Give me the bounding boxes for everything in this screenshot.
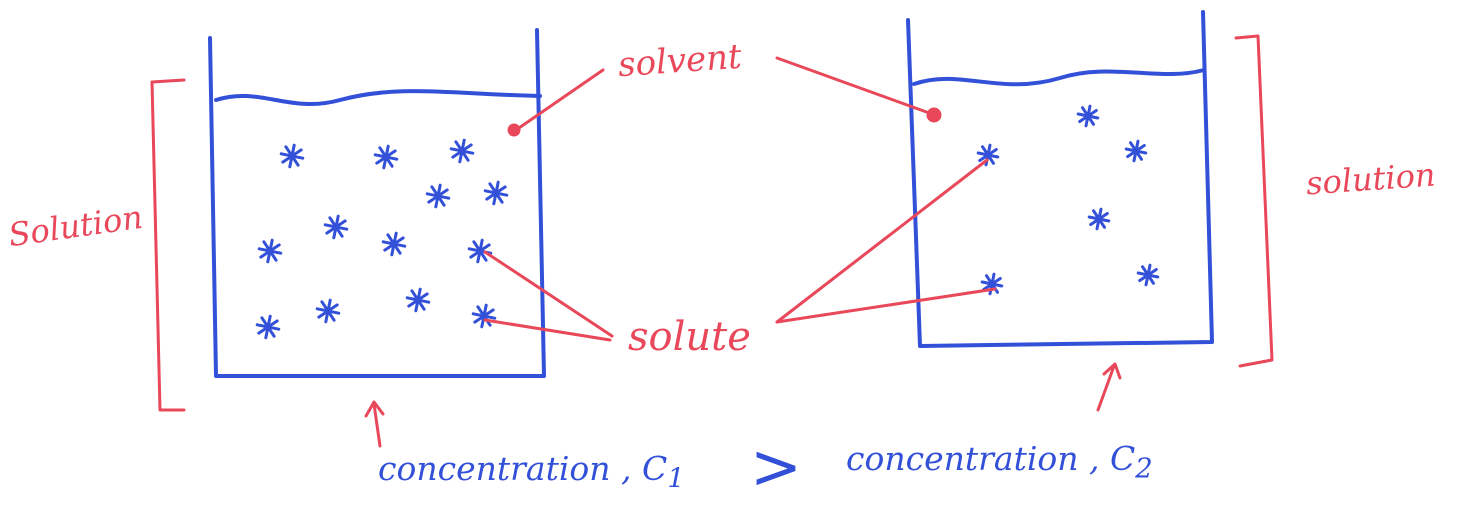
c1-subscript: 1 bbox=[667, 462, 685, 495]
solute-particle-left bbox=[467, 238, 493, 264]
solute-particle-right bbox=[1136, 263, 1160, 287]
solute-particle-right bbox=[976, 143, 1000, 167]
solute-particle-left bbox=[373, 144, 399, 170]
solute-pointer-3 bbox=[775, 158, 989, 324]
solvent-label: solvent bbox=[616, 36, 743, 86]
right-beaker bbox=[906, 10, 1214, 348]
arrow-left-concentration bbox=[364, 400, 385, 448]
c2-subscript: 2 bbox=[1135, 452, 1153, 485]
left-liquid-surface bbox=[214, 89, 542, 106]
arrow-right-concentration bbox=[1096, 362, 1122, 412]
solvent-dot-right bbox=[926, 107, 942, 123]
solute-particle-left bbox=[381, 231, 407, 257]
solvent-dot-left bbox=[507, 123, 521, 137]
solvent-pointer-right bbox=[775, 56, 934, 116]
concentration-c2-text: concentration , C bbox=[846, 439, 1136, 478]
concentration-c2: concentration , C2 bbox=[846, 442, 1153, 483]
solute-particle-left bbox=[471, 303, 497, 329]
solute-particle-left bbox=[279, 143, 305, 169]
right-liquid-surface bbox=[912, 68, 1206, 87]
solute-particle-right bbox=[980, 272, 1004, 296]
solute-particle-left bbox=[425, 183, 451, 209]
solute-particle-left bbox=[255, 314, 281, 340]
solute-particle-right bbox=[1124, 139, 1148, 163]
solute-pointer-1 bbox=[483, 250, 614, 338]
solute-pointer-4 bbox=[775, 287, 997, 324]
solution-label-right: solution bbox=[1304, 155, 1437, 203]
concentration-c1-text: concentration , C bbox=[378, 449, 668, 488]
concentration-c1: concentration , C1 bbox=[378, 452, 685, 493]
solvent-pointer-left bbox=[514, 68, 605, 132]
left-beaker bbox=[208, 28, 546, 378]
solute-particle-left bbox=[323, 214, 349, 240]
solute-particle-left bbox=[483, 180, 509, 206]
solute-particle-right bbox=[1087, 207, 1111, 231]
concentration-caption: concentration , C1 > concentration , C2 bbox=[378, 436, 1153, 500]
solute-particle-left bbox=[315, 298, 341, 324]
solute-particle-left bbox=[449, 138, 475, 164]
right-solution-bracket bbox=[1234, 34, 1274, 368]
left-solution-bracket bbox=[150, 78, 186, 412]
solute-pointer-2 bbox=[483, 318, 612, 342]
solute-particle-left bbox=[257, 238, 283, 264]
solute-particle-right bbox=[1076, 104, 1100, 128]
solute-particle-left bbox=[405, 287, 431, 313]
greater-than-sign: > bbox=[750, 430, 802, 503]
solute-label: solute bbox=[628, 314, 751, 360]
